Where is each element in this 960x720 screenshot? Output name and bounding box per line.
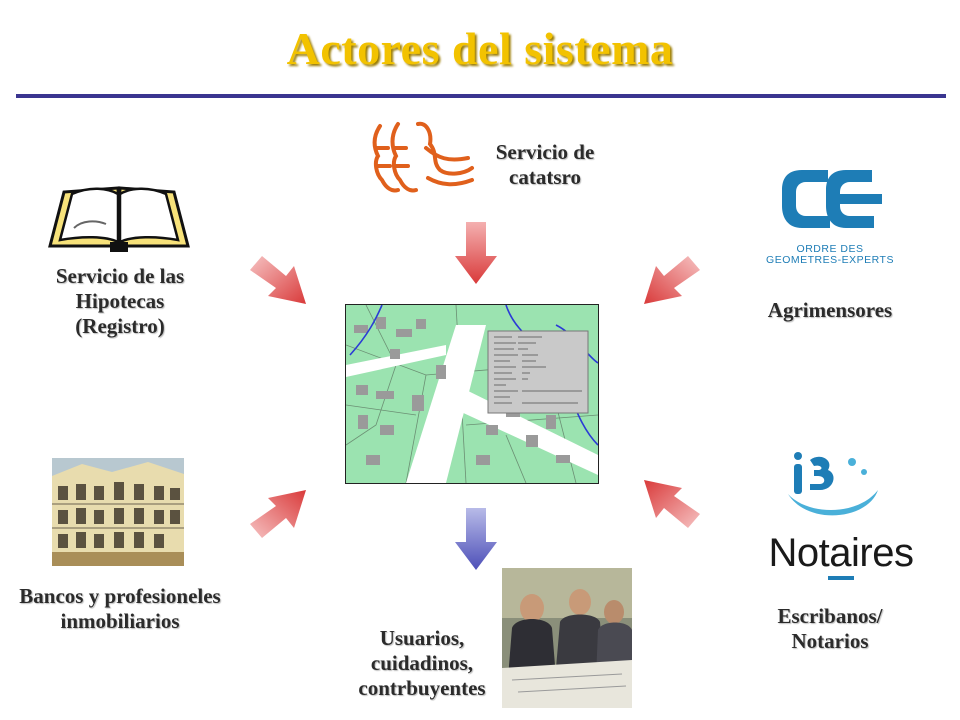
arrow-agrimensores-icon: [640, 252, 704, 308]
catastro-logo-icon: [368, 118, 478, 198]
open-book-icon: [46, 180, 192, 254]
hipotecas-label: Servicio de las Hipotecas (Registro): [55, 264, 185, 338]
meeting-photo: [502, 568, 632, 708]
geometres-logo-line2: GEOMETRES-EXPERTS: [766, 254, 894, 266]
notaires-logo-text: Notaires: [768, 531, 914, 575]
page-title: Actores del sistema: [286, 23, 674, 74]
arrow-down-usuarios-icon: [455, 508, 497, 570]
usuarios-label: Usuarios, cuidadinos, contrbuyentes: [358, 626, 486, 700]
title-underline: [16, 94, 946, 98]
notaires-logo-bar: [828, 576, 854, 580]
arrow-escribanos-icon: [640, 476, 704, 532]
agrimensores-label: Agrimensores: [767, 298, 893, 322]
arrow-hipotecas-icon: [246, 252, 310, 308]
arrow-bancos-icon: [246, 486, 310, 542]
arrow-down-catastro-icon: [455, 222, 497, 284]
bancos-label: Bancos y profesioneles inmobiliarios: [19, 584, 221, 633]
escribanos-label: Escribanos/ Notarios: [777, 604, 883, 653]
notaires-logo: Notaires: [748, 450, 934, 590]
geometres-logo-line1: ORDRE DES: [796, 243, 864, 255]
building-photo: [52, 458, 184, 566]
catastro-label: Servicio de catatsro: [495, 140, 595, 189]
cadastral-map-image: [345, 304, 599, 484]
geometres-logo: ORDRE DES GEOMETRES-EXPERTS: [750, 162, 910, 272]
